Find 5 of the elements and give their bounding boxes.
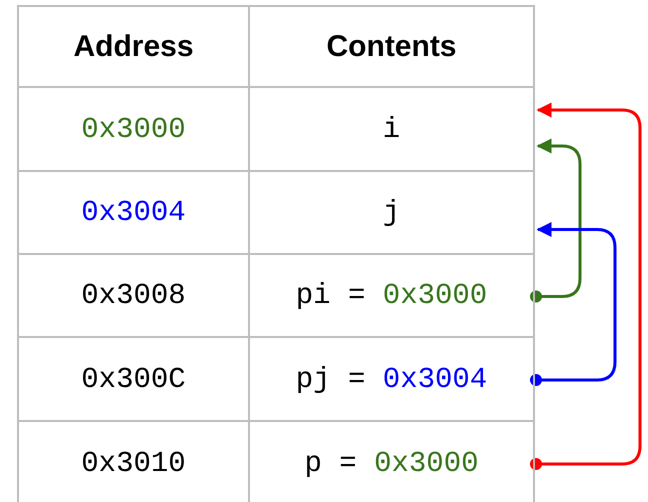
column-header: Contents	[248, 5, 535, 88]
column-header: Address	[17, 5, 250, 88]
pointer-arrow	[530, 138, 582, 302]
pointer-arrow	[530, 102, 642, 470]
pointer-arrow	[530, 222, 616, 386]
